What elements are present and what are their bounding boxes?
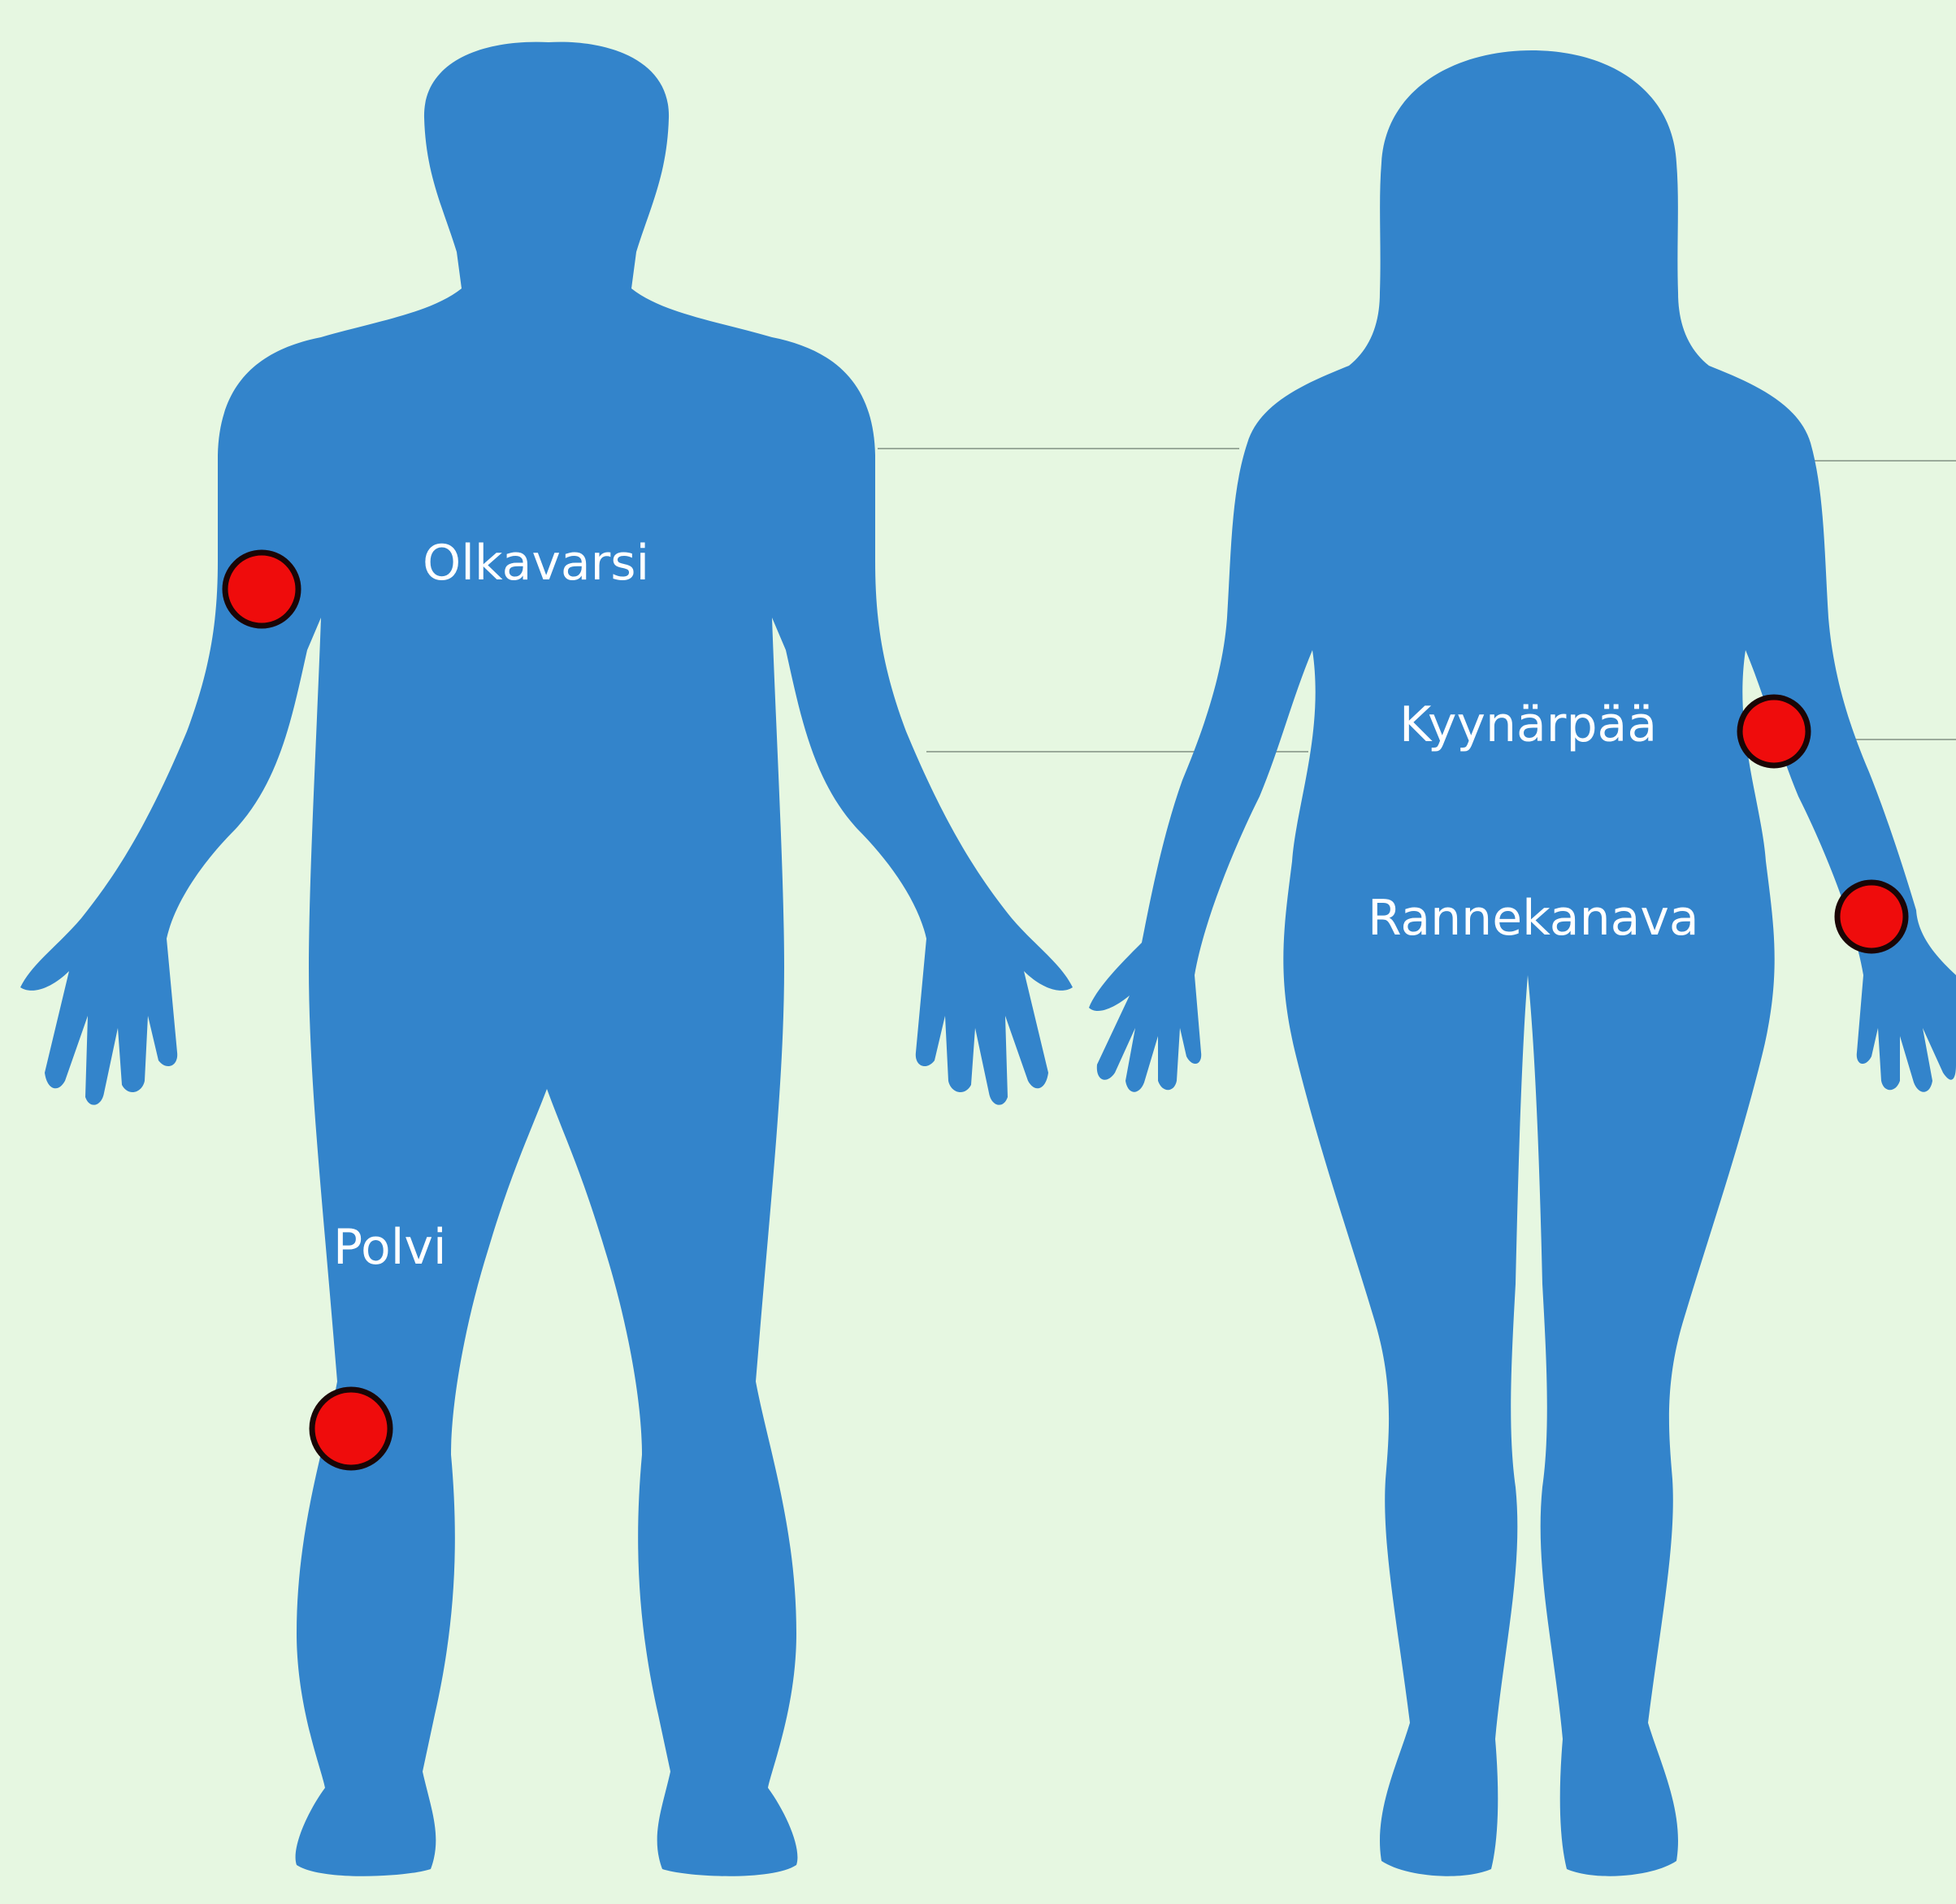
label-rannekanava: Rannekanava: [1368, 894, 1699, 943]
red-dot-marker-icon: [1837, 883, 1906, 951]
label-kyynarpaa: Kyynärpää: [1399, 700, 1657, 749]
label-polvi: Polvi: [333, 1223, 447, 1272]
male-silhouette-icon: [20, 42, 1073, 1876]
label-olkavarsi: Olkavarsi: [423, 539, 649, 588]
red-dot-marker-icon: [1740, 697, 1808, 766]
red-dot-marker-icon: [312, 1390, 390, 1468]
female-silhouette-icon: [1089, 50, 1956, 1876]
red-dot-marker-icon: [225, 553, 298, 626]
